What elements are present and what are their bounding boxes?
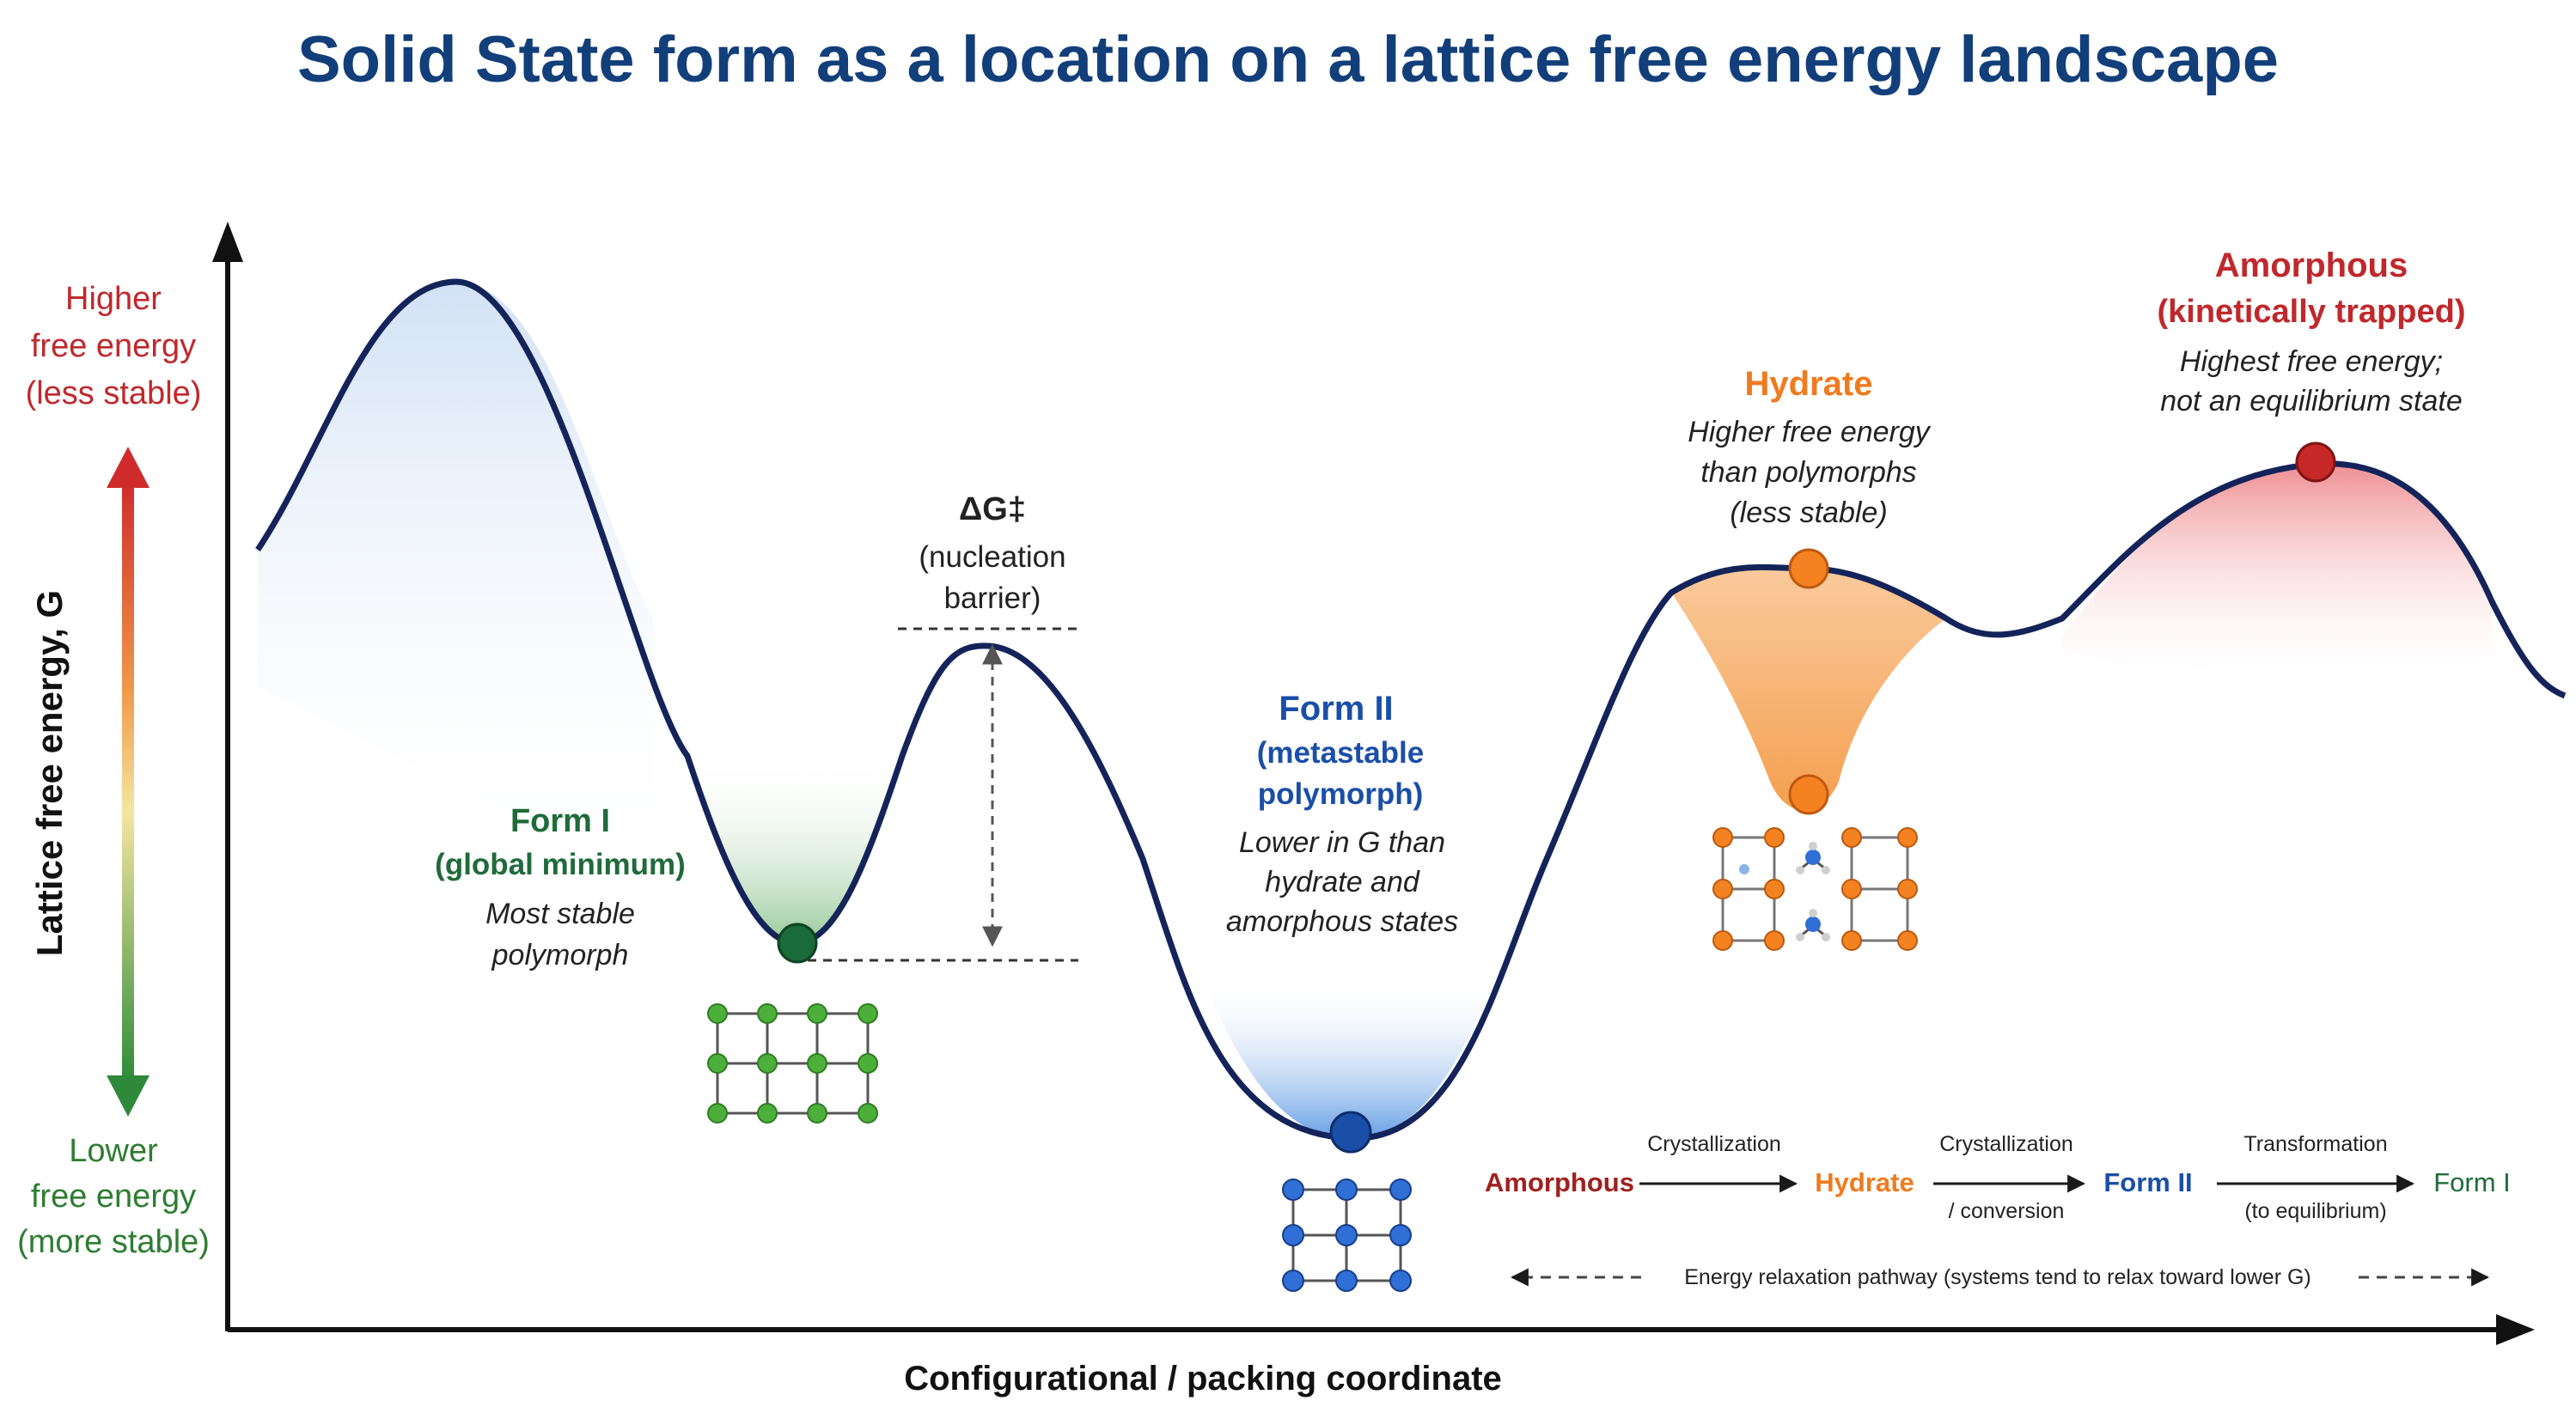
stability-gradient-arrow: [122, 481, 134, 1082]
pathway-state-form2: Form II: [2103, 1167, 2192, 1197]
form2-desc-line1: Lower in G than: [1239, 826, 1445, 859]
lower-label-line1: Lower: [69, 1133, 158, 1169]
form2-subtitle-line1: (metastable: [1257, 736, 1425, 770]
lower-label-line2: free energy: [31, 1178, 196, 1215]
water-molecule-icon-2: [1796, 909, 1830, 941]
hydrate-desc-line1: Higher free energy: [1688, 416, 1932, 448]
form1-subtitle: (global minimum): [435, 848, 686, 881]
lower-label-line3: (more stable): [17, 1224, 210, 1260]
y-axis-arrowhead: [212, 222, 243, 262]
form2-ball: [1329, 1111, 1372, 1154]
form2-well-shading: [1203, 979, 1495, 1138]
form1-title: Form I: [510, 803, 610, 839]
x-axis-label: Configurational / packing coordinate: [904, 1360, 1502, 1398]
pathway-state-hydrate: Hydrate: [1815, 1167, 1914, 1197]
hydrate-desc-line3: (less stable): [1730, 496, 1887, 529]
form1-well-shading: [687, 756, 902, 944]
form1-desc-line1: Most stable: [485, 898, 635, 930]
amorphous-subtitle: (kinetically trapped): [2158, 294, 2466, 330]
form2-desc-line2: hydrate and: [1265, 866, 1420, 898]
pathway-step3-top: Transformation: [2243, 1132, 2387, 1156]
amorphous-ball: [2295, 442, 2336, 483]
hydrate-top-ball: [1788, 548, 1829, 589]
form2-desc-line3: amorphous states: [1226, 905, 1458, 938]
amorphous-hill-shading: [2062, 464, 2492, 687]
green-lattice-icon: [707, 1003, 878, 1124]
amorphous-desc-line1: Highest free energy;: [2180, 345, 2443, 378]
pathway-state-form1: Form I: [2433, 1167, 2511, 1197]
pathway-step3-bottom: (to equilibrium): [2244, 1199, 2386, 1223]
water-molecule-icon: [1796, 842, 1830, 874]
left-hill-shading: [258, 283, 653, 860]
hydrate-title: Hydrate: [1745, 365, 1873, 403]
form2-subtitle-line2: polymorph): [1258, 777, 1423, 811]
stability-arrow-down-head: [107, 1075, 150, 1117]
higher-label-line1: Higher: [65, 281, 162, 317]
hydrate-lattice-icon: [1712, 827, 1918, 951]
blue-lattice-icon: [1282, 1178, 1412, 1292]
form1-desc-line2: polymorph: [491, 939, 629, 971]
barrier-desc-line2: barrier): [944, 582, 1041, 615]
barrier-symbol: ΔG‡: [959, 491, 1026, 527]
pathway-step2-top: Crystallization: [1939, 1132, 2073, 1156]
higher-label-line3: (less stable): [26, 375, 202, 411]
page-title: Solid State form as a location on a latt…: [297, 23, 2279, 96]
pathway-step1-top: Crystallization: [1647, 1132, 1781, 1156]
amorphous-desc-line2: not an equilibrium state: [2160, 385, 2463, 417]
hydrate-bottom-ball: [1788, 774, 1829, 815]
form1-ball: [777, 923, 818, 964]
form2-title: Form II: [1279, 690, 1393, 728]
hydrate-well-shading: [1671, 566, 1946, 811]
hydrate-desc-line2: than polymorphs: [1700, 456, 1916, 489]
stability-arrow-up-head: [107, 447, 150, 488]
pathway-state-amorphous: Amorphous: [1485, 1167, 1634, 1197]
x-axis-arrowhead: [2496, 1314, 2535, 1345]
higher-label-line2: free energy: [31, 328, 196, 364]
barrier-desc-line1: (nucleation: [919, 540, 1065, 574]
amorphous-title: Amorphous: [2215, 247, 2408, 284]
y-axis-label: Lattice free energy, G: [29, 590, 70, 956]
relaxation-note: Energy relaxation pathway (systems tend …: [1684, 1265, 2310, 1289]
pathway-step2-bottom: / conversion: [1949, 1199, 2065, 1223]
